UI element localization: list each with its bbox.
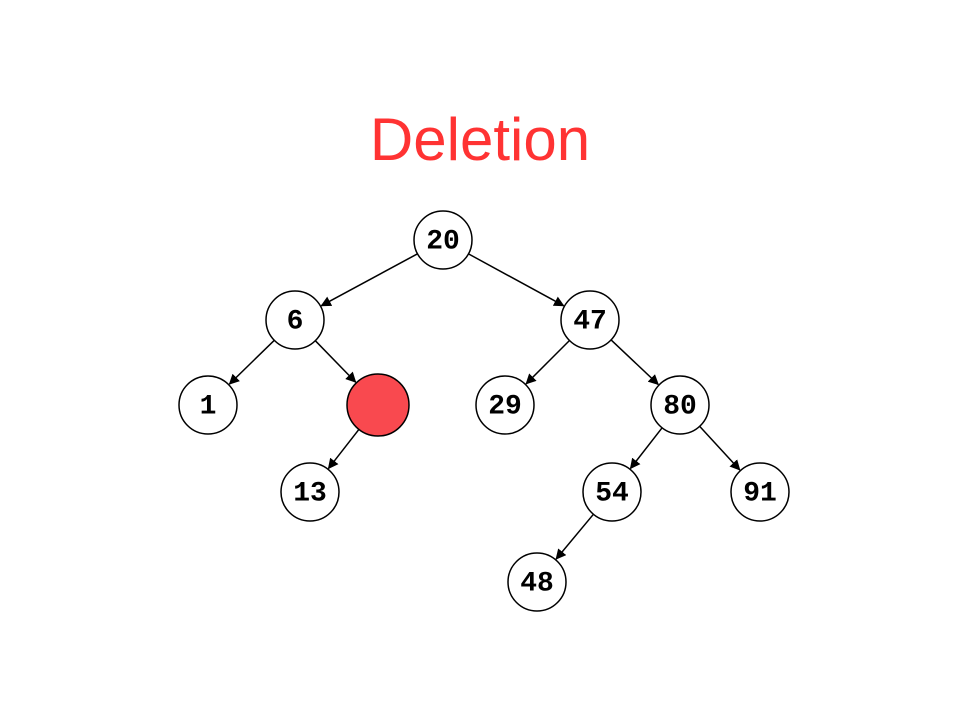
tree-node-29: 29 [475, 375, 535, 435]
edge-nDel-n13 [327, 428, 360, 470]
node-label: 54 [595, 478, 629, 509]
node-circle [280, 462, 340, 522]
tree-node-91: 91 [730, 462, 790, 522]
node-label: 91 [743, 478, 777, 509]
node-circle [650, 375, 710, 435]
edge-n47-n80 [610, 339, 659, 386]
tree-node-1: 1 [178, 375, 238, 435]
tree-node-deleted [346, 373, 410, 437]
node-label: 47 [573, 306, 607, 337]
edge-n54-n48 [555, 513, 594, 560]
node-circle [178, 375, 238, 435]
node-circle [413, 210, 473, 270]
node-label: 13 [293, 478, 327, 509]
node-label: 6 [287, 306, 304, 337]
node-circle [265, 290, 325, 350]
tree-node-13: 13 [280, 462, 340, 522]
edge-n80-n91 [699, 425, 741, 471]
node-label: 20 [426, 226, 460, 257]
node-circle [582, 462, 642, 522]
tree-node-6: 6 [265, 290, 325, 350]
tree-node-80: 80 [650, 375, 710, 435]
edge-n20-n47 [468, 253, 565, 307]
tree-node-54: 54 [582, 462, 642, 522]
node-circle [507, 552, 567, 612]
node-circle [346, 373, 410, 437]
tree-node-47: 47 [560, 290, 620, 350]
node-circle [560, 290, 620, 350]
node-label: 1 [200, 391, 217, 422]
edge-n6-nDel [314, 340, 357, 383]
edges-layer [228, 253, 741, 560]
tree-node-48: 48 [507, 552, 567, 612]
edge-n20-n6 [320, 253, 418, 307]
edge-n47-n29 [525, 339, 571, 385]
node-circle [475, 375, 535, 435]
slide-title: Deletion [369, 106, 591, 173]
node-label: 29 [488, 391, 522, 422]
node-circle [730, 462, 790, 522]
node-label: 48 [520, 568, 554, 599]
edge-n6-n1 [228, 339, 275, 385]
tree-node-20: 20 [413, 210, 473, 270]
edge-n80-n54 [629, 427, 663, 470]
node-label: 80 [663, 391, 697, 422]
nodes-layer: 20 6 47 1 29 80 13 54 91 48 [178, 210, 790, 612]
